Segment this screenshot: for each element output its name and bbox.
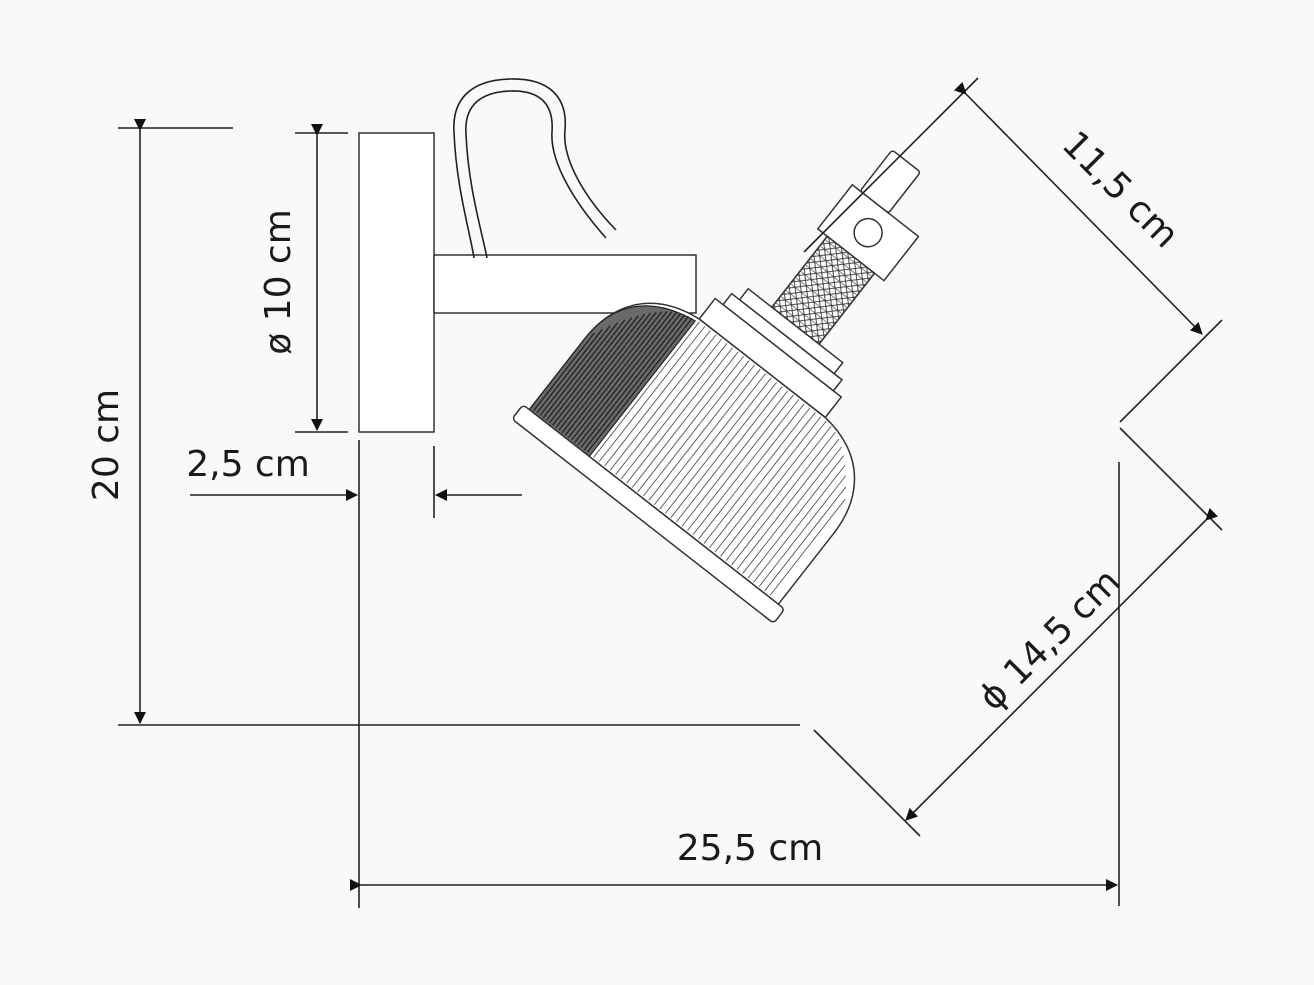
base-diameter-dimension: ø 10 cm	[258, 124, 348, 433]
shade-rib	[664, 377, 772, 514]
height-label: 20 cm	[86, 389, 127, 501]
shade-rib-dark	[533, 332, 595, 411]
shade-length-label: 11,5 cm	[1054, 124, 1187, 257]
shade-diam-extension-1	[1119, 427, 1223, 531]
shade-rib	[609, 334, 717, 471]
shade-rib	[659, 373, 767, 510]
shade-ribs-dark	[533, 311, 693, 453]
shade-rib-dark	[567, 311, 668, 439]
shade-rib-dark	[580, 314, 686, 448]
shade-diameter-dimension: ϕ 14,5 cm	[813, 427, 1223, 837]
shade-rib	[598, 325, 706, 462]
cable	[453, 78, 617, 259]
shade-rib-dark	[571, 311, 673, 441]
shade-rib-dark	[577, 312, 682, 446]
shade-rib-dark	[542, 322, 619, 419]
shade-rib	[637, 355, 745, 493]
shade-rim	[512, 405, 784, 623]
shade-rib	[620, 343, 728, 480]
base-depth-dimension: 2,5 cm	[186, 440, 522, 908]
shade-ribs	[593, 321, 847, 596]
shade-rib	[593, 321, 700, 458]
shade-rib	[698, 403, 805, 540]
shade-rib	[753, 464, 846, 583]
shade-rib	[714, 416, 822, 553]
shade-rib	[687, 394, 794, 531]
shade-rib-dark	[539, 325, 611, 416]
shade-length-line	[954, 81, 1203, 335]
shade-rib-dark	[583, 315, 690, 451]
shade-rib-dark	[564, 311, 663, 436]
shade-rib-dark	[574, 311, 677, 443]
lamp-head	[512, 150, 921, 623]
shade-rib-dark	[586, 318, 693, 453]
shade-rib	[653, 368, 761, 506]
shade-rib-dark	[555, 313, 646, 429]
shade-rib	[615, 338, 722, 475]
shade-rib	[631, 351, 739, 488]
wall-base-plate	[358, 132, 435, 433]
shade-rib	[731, 431, 836, 566]
height-dimension: 20 cm	[86, 119, 800, 726]
shade-rib	[709, 412, 816, 549]
shade-diameter-label: ϕ 14,5 cm	[971, 561, 1128, 718]
shade-rib	[670, 381, 778, 518]
shade-rib	[692, 399, 800, 536]
shade-rib	[742, 446, 843, 574]
shade-rib	[626, 347, 733, 484]
shade-rib	[648, 364, 756, 501]
shade-rib	[758, 475, 847, 587]
shade-rib-dark	[558, 312, 652, 431]
shade-rib	[769, 498, 846, 596]
shade-rib	[604, 330, 711, 467]
shade-rib	[725, 425, 832, 562]
shade-rib-dark	[548, 317, 633, 424]
shade-rib-dark	[545, 319, 626, 421]
shade-length-extension-1	[803, 77, 979, 253]
shade-rib	[736, 438, 840, 570]
base-plate	[358, 132, 435, 433]
shade-rib	[676, 386, 783, 523]
shade-rib-dark	[536, 328, 603, 414]
shade-rib	[681, 390, 789, 527]
shade-diameter-line	[905, 507, 1219, 821]
shade-rib	[747, 455, 845, 579]
cable-outer	[453, 78, 617, 259]
base-diameter-label: ø 10 cm	[258, 209, 299, 355]
shade-rib	[764, 486, 847, 592]
shade-diam-extension-2	[813, 729, 921, 837]
shade-rib-dark	[561, 311, 657, 434]
cable-inner	[465, 90, 607, 259]
shade-rib	[642, 360, 750, 497]
shade-rib-dark	[552, 315, 639, 426]
shade-rib	[720, 420, 827, 557]
joint-screw	[853, 217, 883, 248]
total-projection-label: 25,5 cm	[677, 828, 823, 869]
shade-rib	[703, 407, 811, 544]
base-depth-label: 2,5 cm	[186, 444, 310, 485]
shade-length-extension-2	[1119, 319, 1223, 423]
